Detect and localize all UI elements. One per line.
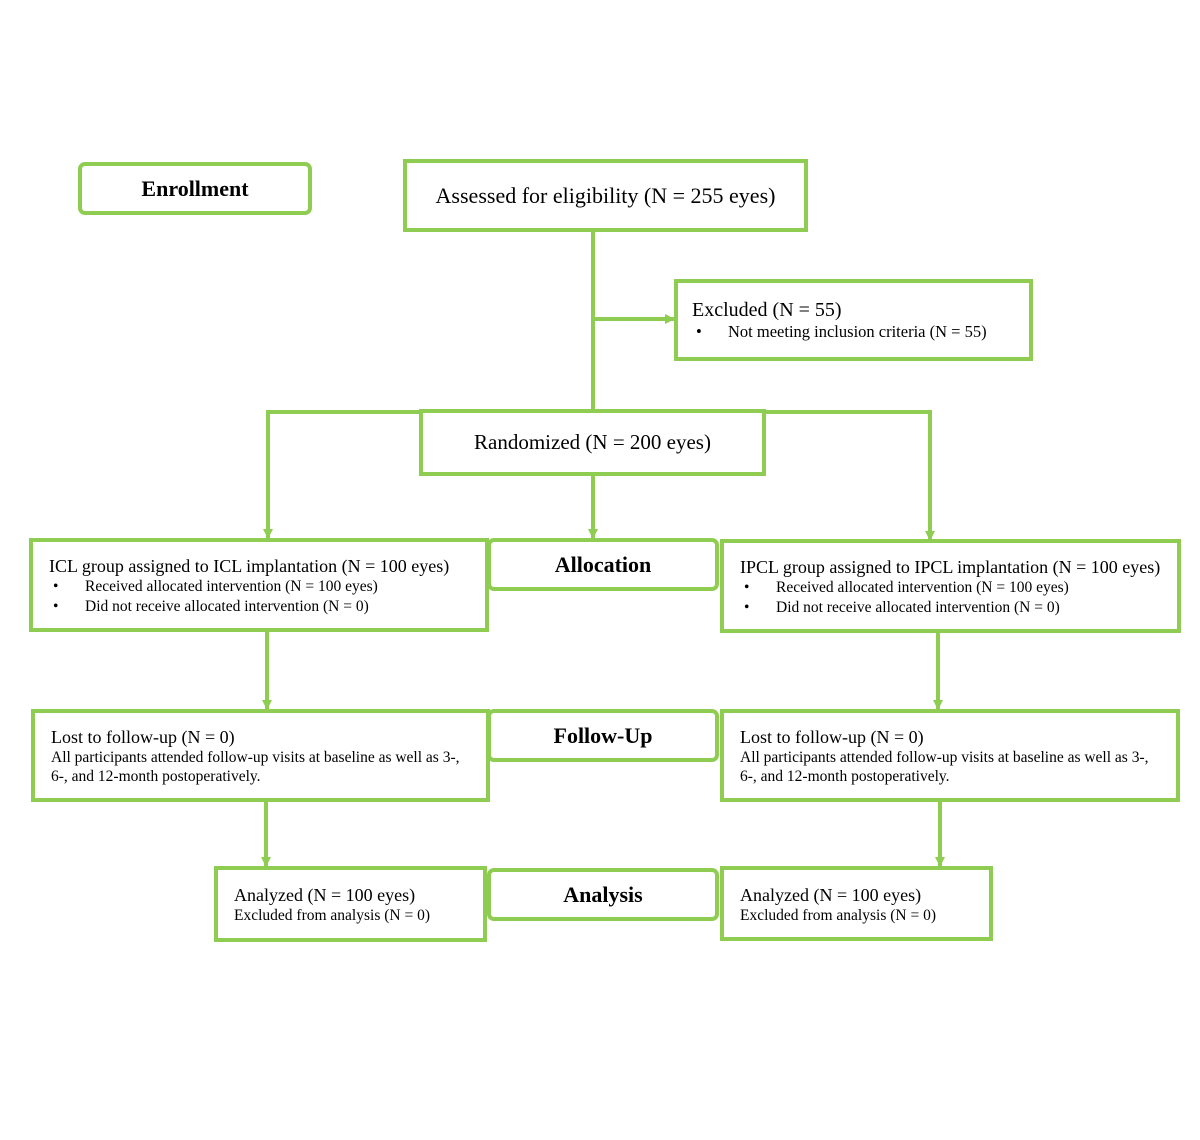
icl-analysis-box: Analyzed (N = 100 eyes) Excluded from an… [214, 866, 487, 942]
icl-allocation-list: Received allocated intervention (N = 100… [49, 577, 469, 617]
icl-follow-up-line: All participants attended follow-up visi… [51, 749, 460, 766]
icl-allocation-box: ICL group assigned to ICL implantation (… [29, 538, 489, 632]
stage-analysis: Analysis [487, 868, 719, 921]
ipcl-allocation-item: Did not receive allocated intervention (… [740, 598, 1161, 618]
icl-follow-up-box: Lost to follow-up (N = 0) All participan… [31, 709, 490, 802]
ipcl-allocation-item: Received allocated intervention (N = 100… [740, 578, 1161, 598]
ipcl-follow-up-title: Lost to follow-up (N = 0) [740, 727, 924, 747]
excluded-box: Excluded (N = 55) Not meeting inclusion … [674, 279, 1033, 361]
icl-allocation-item: Received allocated intervention (N = 100… [49, 577, 469, 597]
ipcl-allocation-box: IPCL group assigned to IPCL implantation… [720, 539, 1181, 633]
excluded-item: Not meeting inclusion criteria (N = 55) [692, 322, 1015, 342]
ipcl-analysis-line: Excluded from analysis (N = 0) [740, 907, 936, 924]
eligibility-text: Assessed for eligibility (N = 255 eyes) [435, 182, 776, 208]
ipcl-follow-up-line: All participants attended follow-up visi… [740, 749, 1149, 766]
ipcl-follow-up-line: 6-, and 12-month postoperatively. [740, 768, 950, 785]
randomized-box: Randomized (N = 200 eyes) [419, 409, 766, 476]
stage-follow-up: Follow-Up [487, 709, 719, 762]
ipcl-analysis-box: Analyzed (N = 100 eyes) Excluded from an… [720, 866, 993, 941]
icl-follow-up-title: Lost to follow-up (N = 0) [51, 727, 235, 747]
stage-enrollment: Enrollment [78, 162, 312, 215]
ipcl-follow-up-box: Lost to follow-up (N = 0) All participan… [720, 709, 1180, 802]
excluded-list: Not meeting inclusion criteria (N = 55) [692, 322, 1015, 342]
icl-allocation-item: Did not receive allocated intervention (… [49, 597, 469, 617]
icl-analysis-line: Excluded from analysis (N = 0) [234, 907, 430, 924]
stage-allocation: Allocation [487, 538, 719, 591]
eligibility-box: Assessed for eligibility (N = 255 eyes) [403, 159, 808, 232]
randomized-text: Randomized (N = 200 eyes) [474, 430, 711, 454]
ipcl-allocation-title: IPCL group assigned to IPCL implantation… [740, 557, 1161, 577]
icl-allocation-title: ICL group assigned to ICL implantation (… [49, 556, 450, 576]
ipcl-analysis-title: Analyzed (N = 100 eyes) [740, 885, 922, 905]
connector-randomized-to-icl [263, 410, 420, 539]
excluded-title: Excluded (N = 55) [692, 299, 842, 321]
icl-analysis-title: Analyzed (N = 100 eyes) [234, 885, 416, 905]
ipcl-allocation-list: Received allocated intervention (N = 100… [740, 578, 1161, 618]
icl-follow-up-line: 6-, and 12-month postoperatively. [51, 768, 261, 785]
connector-randomized-to-ipcl [765, 410, 935, 541]
